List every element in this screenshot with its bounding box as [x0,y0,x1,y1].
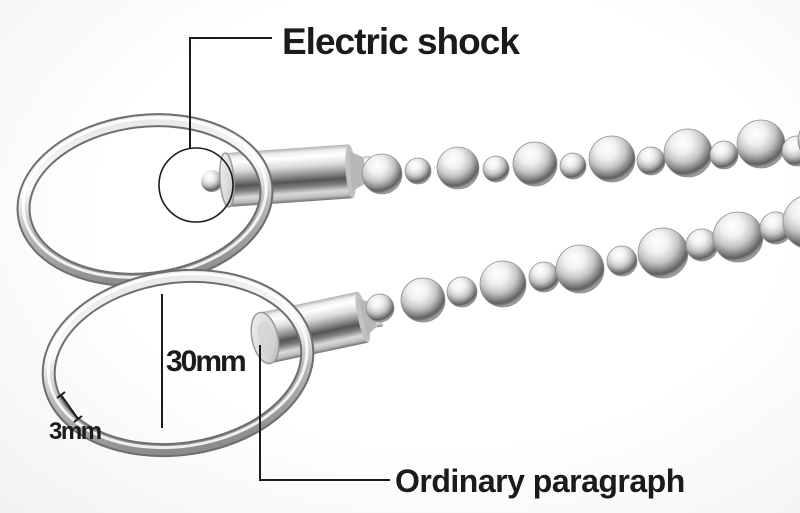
bead [663,128,713,178]
top-connector [201,144,373,208]
thickness-label: 3mm [49,418,101,445]
tip-highlight-circle [158,147,234,223]
connector-face-shading [257,321,275,357]
bead [636,146,666,176]
bead [479,260,527,308]
electric-shock-label: Electric shock [282,21,520,62]
bottom-ring-front-loop [41,268,315,458]
electric-shock-callout-line [189,37,272,148]
annotations: Electric shock 30mm 3mm Ordinary paragra… [49,21,685,499]
bead [512,141,558,187]
bead [712,211,764,263]
bead [400,277,446,323]
connector-taper [349,151,366,192]
bead [709,140,739,170]
bead [588,135,636,183]
ordinary-label: Ordinary paragraph [395,463,685,499]
bead [361,153,403,195]
diameter-label: 30mm [166,345,245,378]
bead [446,276,478,308]
bead [606,245,638,277]
thickness-dimension-tick [56,391,83,423]
bead [559,152,587,180]
bead [482,155,510,183]
bead [404,157,432,185]
bead [555,244,605,294]
ordinary-callout-line [259,345,390,481]
bead [436,146,480,190]
bead [736,119,786,169]
bead [637,227,689,279]
bottom-bead-strand [365,196,800,323]
top-ring-front-loop [16,113,274,287]
bead [782,196,800,248]
tip-ball [201,170,224,193]
bead [781,135,800,167]
bead [528,261,560,293]
top-bead-strand [361,119,800,195]
bead [365,293,395,323]
